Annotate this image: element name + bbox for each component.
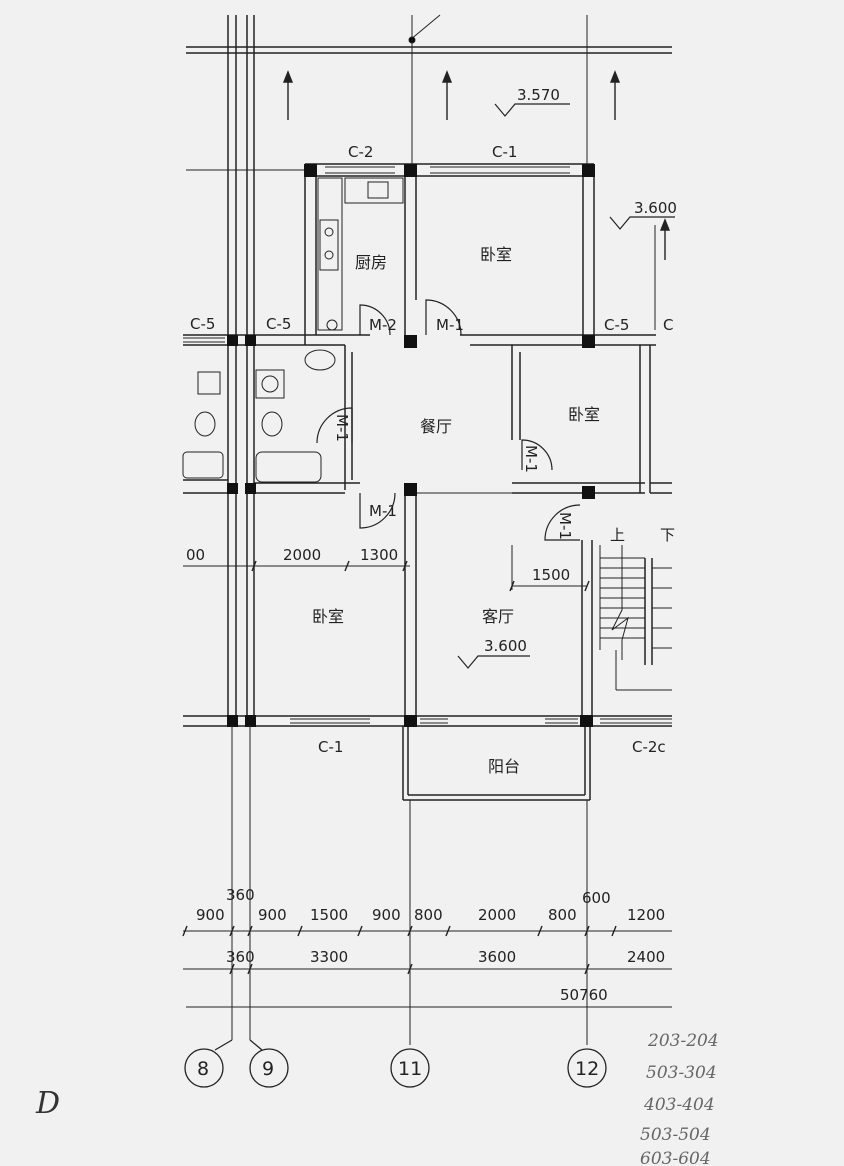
tag-c5-b: C-5: [266, 315, 291, 333]
axis-label-8: 8: [197, 1058, 209, 1080]
note-0: 203-204: [647, 1031, 719, 1051]
axis-labels: 8 9 11 12: [197, 1058, 599, 1080]
tag-c5-a: C-5: [190, 315, 215, 333]
room-bedroom-right: 卧室: [568, 405, 600, 424]
room-balcony: 阳台: [488, 757, 520, 776]
axis-lines: [183, 14, 672, 1045]
dim-row1-4: 800: [414, 906, 443, 924]
tag-c5-c: C-5: [604, 316, 629, 334]
dim-row1-0: 900: [196, 906, 225, 924]
fixtures: [182, 177, 404, 483]
dimension-row-2: 360 3300 3600 2400 50760: [226, 948, 665, 1004]
axis-bubble-8: [184, 1048, 224, 1088]
stair-labels: 上 下: [610, 526, 675, 544]
columns: [227, 164, 595, 727]
dim-row1-3: 900: [372, 906, 401, 924]
tag-m1-a: M-1: [436, 316, 464, 334]
dim-row2-3: 2400: [627, 948, 665, 966]
tag-c1-top: C-1: [492, 143, 517, 161]
axis-bubble-12: [567, 1048, 607, 1088]
elevation-top: 3.570: [517, 86, 560, 104]
dim-2000-interior: 2000: [283, 546, 321, 564]
corner-mark: D: [35, 1086, 60, 1121]
dim-row2-1: 3300: [310, 948, 348, 966]
dim-00: 00: [186, 546, 205, 564]
interior-dimensions: 00 2000 1300 1500: [186, 546, 570, 584]
door-tags: M-2 M-1 M-1 M-1 M-1 M-1: [333, 316, 574, 540]
handwritten-notes: 203-204 503-304 403-404 503-504 603-604 …: [35, 1031, 719, 1166]
stair-down: 下: [660, 526, 675, 544]
room-dining: 餐厅: [420, 417, 452, 436]
note-4: 603-604: [640, 1149, 711, 1166]
room-living: 客厅: [482, 607, 514, 626]
tag-m1-b: M-1: [369, 502, 397, 520]
doors: [316, 299, 581, 541]
stair-up: 上: [610, 526, 625, 544]
dim-row1-7: 1200: [627, 906, 665, 924]
tag-m1-e: M-1: [556, 512, 574, 540]
dimension-ticks: [182, 560, 617, 975]
tag-c-edge: C: [663, 316, 673, 334]
windows: [183, 166, 672, 724]
tag-m1-d: M-1: [522, 445, 540, 473]
axis-label-9: 9: [262, 1058, 274, 1080]
stair-treads: [600, 545, 672, 660]
elevation-markers: [457, 103, 675, 669]
room-bedroom-bottom: 卧室: [312, 607, 344, 626]
elevation-living: 3.600: [484, 637, 527, 655]
north-arrows: [282, 70, 671, 260]
tag-c2c-bottom: C-2c: [632, 738, 666, 756]
tag-c2-top: C-2: [348, 143, 373, 161]
axis-bubbles: [184, 1039, 607, 1088]
note-1: 503-304: [646, 1063, 717, 1083]
elevation-labels: 3.570 3.600 3.600: [484, 86, 677, 655]
dim-row1-2: 1500: [310, 906, 348, 924]
elevation-right: 3.600: [634, 199, 677, 217]
dim-row1-5: 2000: [478, 906, 516, 924]
room-bedroom-top: 卧室: [480, 245, 512, 264]
axis-label-12: 12: [575, 1058, 599, 1080]
tag-m2: M-2: [369, 316, 397, 334]
dim-row2-2: 3600: [478, 948, 516, 966]
tag-m1-c: M-1: [333, 414, 351, 442]
dim-row2-0: 360: [226, 948, 255, 966]
axis-bubble-11: [390, 1048, 430, 1088]
dim-total: 50760: [560, 986, 608, 1004]
room-labels: 厨房 卧室 卧室 餐厅 卧室 客厅 阳台: [312, 245, 600, 776]
tag-c1-bottom: C-1: [318, 738, 343, 756]
note-2: 403-404: [643, 1095, 715, 1115]
dim-row1-360: 360: [226, 886, 255, 904]
axis-label-11: 11: [398, 1058, 422, 1080]
dim-row1-1: 900: [258, 906, 287, 924]
room-kitchen: 厨房: [355, 253, 387, 272]
axis-bubble-9: [249, 1048, 289, 1088]
dimension-row-1: 900 900 1500 900 800 2000 800 1200 360 6…: [196, 886, 665, 924]
dim-1300: 1300: [360, 546, 398, 564]
note-3: 503-504: [640, 1125, 711, 1145]
dim-1500-interior: 1500: [532, 566, 570, 584]
window-tags: C-2 C-1 C-5 C-5 C-5 C C-1 C-2c: [190, 143, 673, 756]
dim-row1-6: 800: [548, 906, 577, 924]
dim-row1-600: 600: [582, 889, 611, 907]
